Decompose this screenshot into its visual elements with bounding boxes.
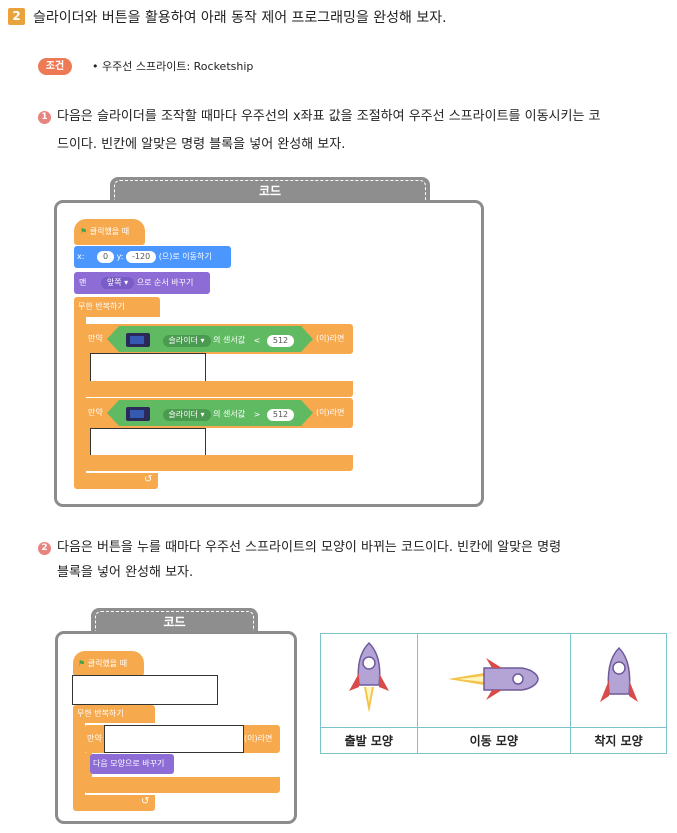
part2-line2: 블록을 넣어 완성해 보자.	[57, 565, 194, 580]
if-suffix-1: (이)라면	[316, 334, 345, 343]
costume-cell-move	[416, 633, 572, 728]
layer-suffix: 으로 순서 바꾸기	[136, 278, 194, 287]
forever-block-2[interactable]: 무한 반복하기	[73, 705, 155, 723]
part1-text1: 다음은 슬라이더를 조작할 때마다 우주선의 x좌표 값을 조절하여 우주선 스…	[57, 109, 601, 124]
question-title: 슬라이더와 버튼을 활용하여 아래 동작 제어 프로그래밍을 완성해 보자.	[33, 10, 447, 26]
code-tab-1-label: 코드	[114, 180, 426, 204]
forever-label-2: 무한 반복하기	[77, 709, 124, 718]
if-suffix-2: (이)라면	[316, 408, 345, 417]
part1-number: 1	[38, 111, 51, 124]
part1-line1: 1 다음은 슬라이더를 조작할 때마다 우주선의 x좌표 값을 조절하여 우주선 …	[38, 104, 601, 130]
rocket-launch-icon	[348, 641, 389, 713]
forever-arm-1	[74, 317, 86, 473]
if-arm-2	[84, 428, 92, 455]
if-foot-3	[84, 777, 280, 793]
if-prefix-1: 만약	[88, 334, 103, 343]
when-flag-label-2: 클릭했을 때	[87, 659, 128, 668]
part1-line2: 드이다. 빈칸에 알맞은 명령 블록을 넣어 완성해 보자.	[57, 137, 346, 152]
compare-op-2: >	[253, 409, 261, 419]
compare-op-1: <	[253, 335, 261, 345]
when-flag-block-1[interactable]: ⚑ 클릭했을 때	[74, 219, 145, 245]
forever-foot-2: ↺	[73, 795, 155, 811]
if-foot-2	[84, 455, 353, 471]
layer-prefix: 맨	[79, 278, 87, 287]
costume-label-move: 이동 모양	[416, 727, 572, 754]
sensor-contents-1: 슬라이더 ▾ 의 센서값 < 512	[126, 333, 295, 347]
arduino-board-icon	[126, 333, 150, 347]
goto-y-input[interactable]: -120	[126, 251, 157, 263]
green-flag-icon: ⚑	[78, 659, 86, 668]
sensor-contents-2: 슬라이더 ▾ 의 센서값 > 512	[126, 407, 295, 421]
part2-line1: 2 다음은 버튼을 누를 때마다 우주선 스프라이트의 모양이 바뀌는 코드이다.…	[38, 535, 561, 561]
compare-value-1[interactable]: 512	[266, 334, 295, 347]
blank-slot-4[interactable]	[104, 725, 244, 753]
if-foot-1	[84, 381, 353, 397]
if-prefix-2: 만약	[88, 408, 103, 417]
sensor-value-label-2: 의 센서값	[213, 409, 246, 419]
green-flag-icon: ⚑	[80, 227, 88, 236]
goto-xy-block[interactable]: x: 0 y: -120 (으)로 이동하기	[74, 246, 231, 268]
code-tab-1: 코드	[110, 177, 430, 204]
costume-label-launch: 출발 모양	[320, 727, 418, 754]
costume-cell-launch	[320, 633, 418, 728]
rocket-land-icon	[599, 646, 638, 702]
part2-number: 2	[38, 542, 51, 555]
goto-y-label: y:	[116, 252, 124, 261]
compare-value-2[interactable]: 512	[266, 408, 295, 421]
repeat-arrow-icon: ↺	[141, 796, 150, 807]
arduino-board-icon	[126, 407, 150, 421]
goto-suffix: (으)로 이동하기	[158, 252, 212, 261]
costume-label-land: 착지 모양	[570, 727, 667, 754]
rocket-move-icon	[447, 658, 539, 700]
forever-foot-1: ↺	[74, 473, 158, 489]
sensor-dropdown-2[interactable]: 슬라이더 ▾	[162, 408, 211, 421]
layer-order-block[interactable]: 맨 앞쪽 ▾ 으로 순서 바꾸기	[74, 272, 210, 294]
sensor-dropdown-1[interactable]: 슬라이더 ▾	[162, 334, 211, 347]
costume-table: 출발 모양 이동 모양 착지 모양	[320, 633, 667, 754]
code-tab-2: 코드	[91, 608, 258, 635]
layer-dropdown[interactable]: 앞쪽 ▾	[100, 277, 135, 289]
sensor-value-label-1: 의 센서값	[213, 335, 246, 345]
if-prefix-3: 만약	[87, 734, 102, 743]
goto-x-input[interactable]: 0	[96, 251, 115, 263]
blank-slot-2[interactable]	[90, 428, 206, 460]
question-number: 2	[8, 8, 25, 25]
condition-tag: 조건	[38, 58, 72, 75]
when-flag-block-2[interactable]: ⚑ 클릭했을 때	[73, 651, 144, 676]
if-suffix-3: (이)라면	[244, 734, 273, 743]
part2-text1: 다음은 버튼을 누를 때마다 우주선 스프라이트의 모양이 바뀌는 코드이다. …	[57, 540, 562, 555]
next-costume-label: 다음 모양으로 바꾸기	[93, 759, 165, 768]
blank-slot-3[interactable]	[72, 675, 218, 705]
when-flag-label: 클릭했을 때	[89, 227, 130, 236]
code-tab-2-label: 코드	[95, 611, 254, 635]
costume-cell-land	[570, 633, 667, 728]
next-costume-block[interactable]: 다음 모양으로 바꾸기	[90, 754, 174, 774]
repeat-arrow-icon: ↺	[144, 474, 153, 485]
condition-text: • 우주선 스프라이트: Rocketship	[92, 60, 254, 73]
blank-slot-1[interactable]	[90, 353, 206, 385]
goto-x-label: x:	[77, 252, 85, 261]
if-arm-1	[84, 354, 92, 381]
forever-arm-2	[73, 723, 85, 795]
forever-block-1[interactable]: 무한 반복하기	[74, 297, 160, 317]
if-arm-3	[84, 753, 92, 777]
forever-label: 무한 반복하기	[78, 302, 125, 311]
